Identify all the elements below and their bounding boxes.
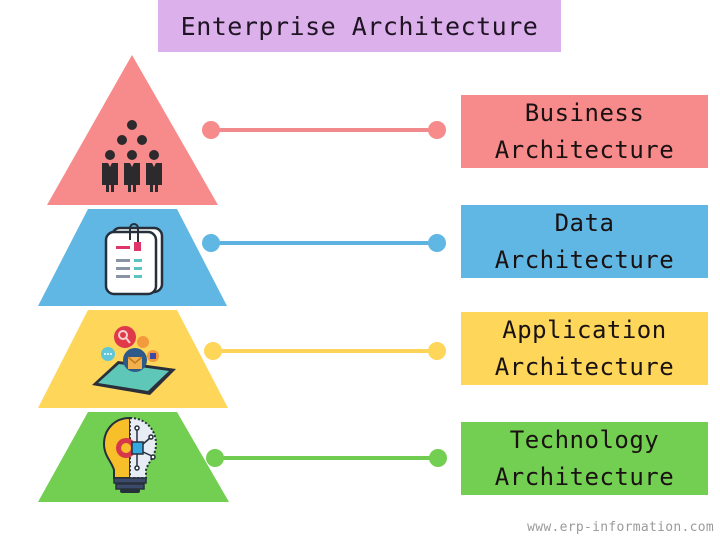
tablet-apps-icon <box>92 326 176 395</box>
pyramid-layer-business <box>47 55 218 205</box>
label-data-architecture: Data Architecture <box>461 205 708 278</box>
people-group-icon <box>102 120 162 192</box>
clipboard-document-icon <box>104 223 164 296</box>
lightbulb-circuit-gear-icon <box>102 416 158 493</box>
label-business-line1: Business <box>524 98 645 127</box>
connector-technology-end-dot <box>429 449 447 467</box>
connector-business-start-dot <box>202 121 220 139</box>
label-application-architecture: Application Architecture <box>461 312 708 385</box>
connector-application-end-dot <box>428 342 446 360</box>
connector-technology-start-dot <box>206 449 224 467</box>
diagram-title-text: Enterprise Architecture <box>180 11 539 41</box>
connector-application-start-dot <box>204 342 222 360</box>
label-business-architecture: Business Architecture <box>461 95 708 168</box>
connector-data-start-dot <box>202 234 220 252</box>
label-application-line1: Application <box>502 315 667 344</box>
label-technology-line1: Technology <box>509 425 660 454</box>
watermark: www.erp-information.com <box>527 520 714 535</box>
label-data-line2: Architecture <box>494 245 675 274</box>
label-technology-architecture: Technology Architecture <box>461 422 708 495</box>
connector-data-end-dot <box>428 234 446 252</box>
label-data-line1: Data <box>554 208 615 237</box>
diagram-title: Enterprise Architecture <box>158 0 561 52</box>
label-application-line2: Architecture <box>494 352 675 381</box>
label-business-line2: Architecture <box>494 135 675 164</box>
connector-business-end-dot <box>428 121 446 139</box>
label-technology-line2: Architecture <box>494 462 675 491</box>
